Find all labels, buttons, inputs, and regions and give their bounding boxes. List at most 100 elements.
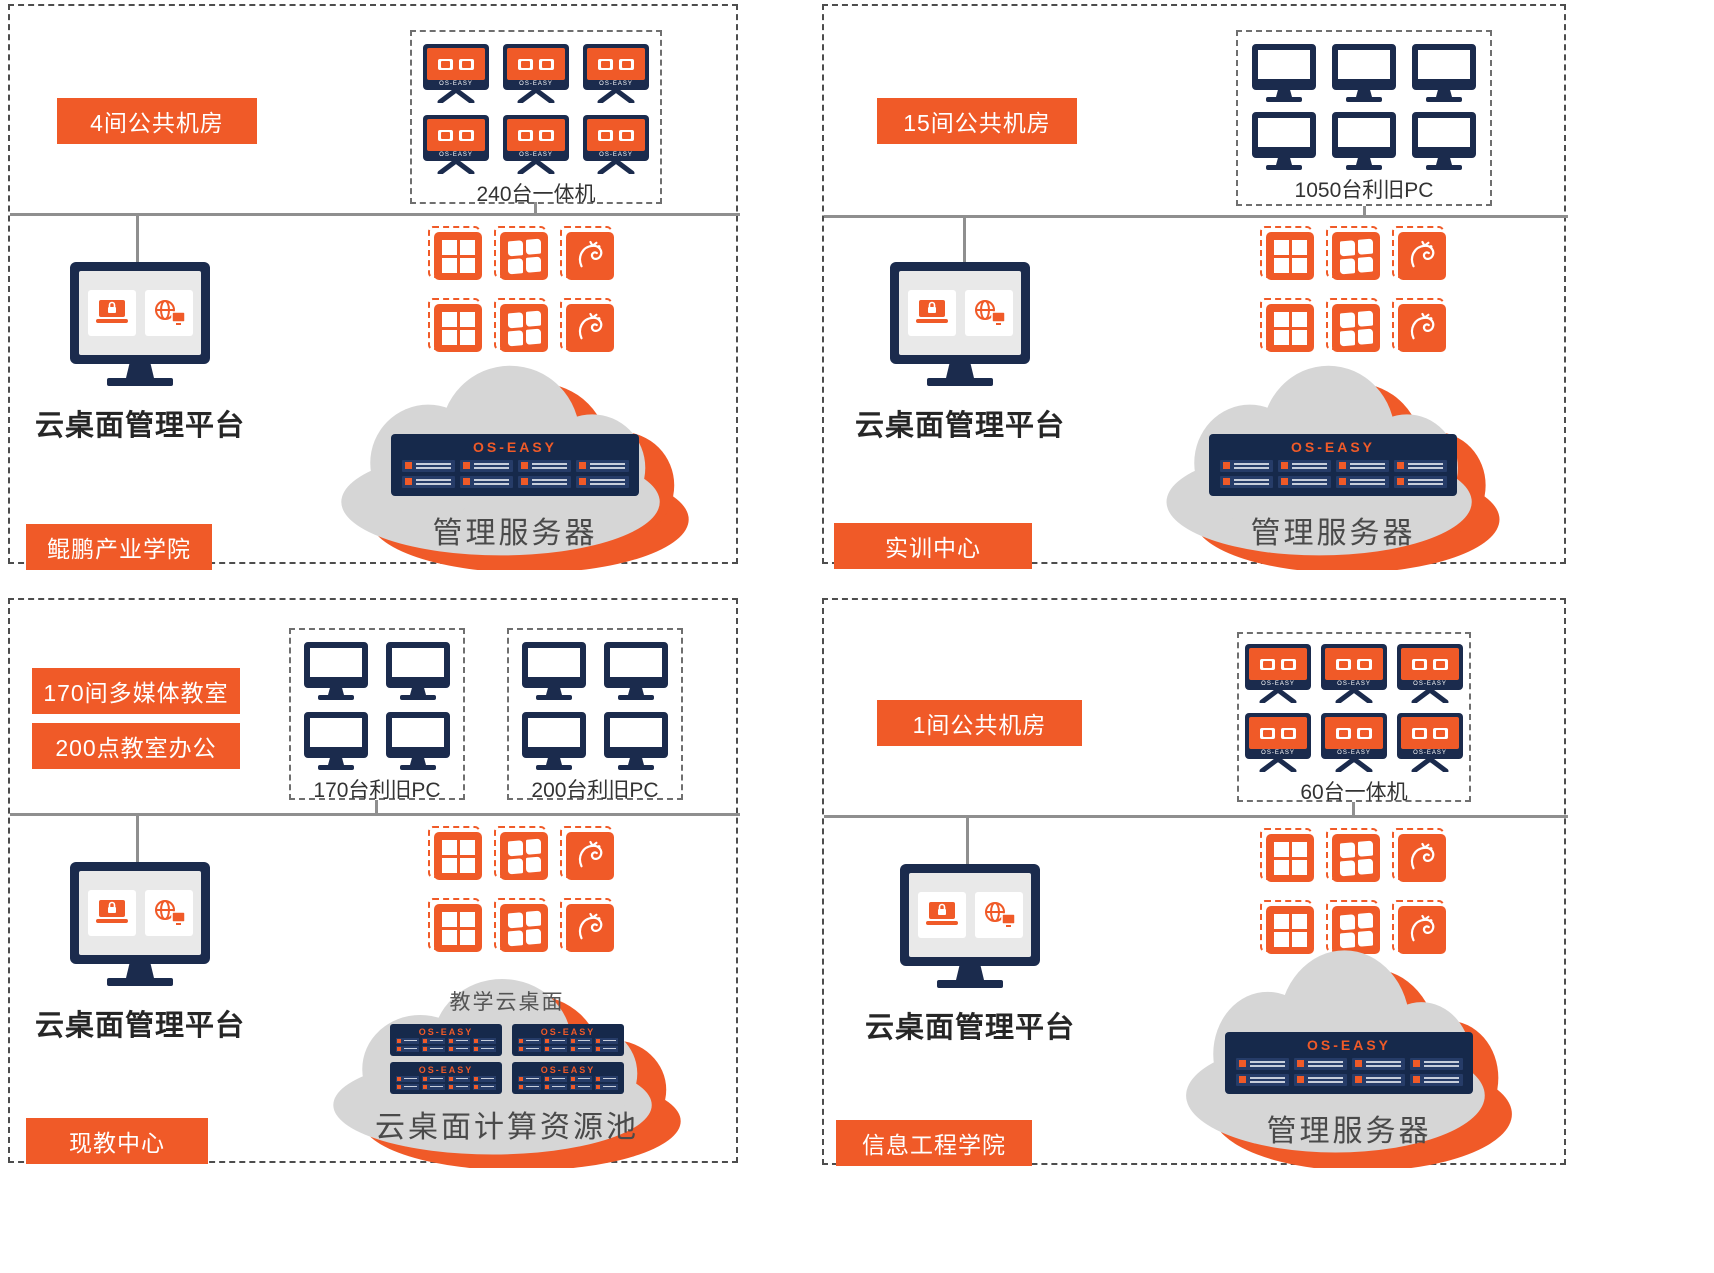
site-badge: 现教中心 [26,1118,208,1164]
pc-monitor-icon [1412,44,1476,102]
pc-monitor-icon [604,642,668,700]
device-count-label: 240台一体机 [476,183,596,206]
aio-monitor-icon: OS-EASY [1321,713,1387,772]
server-cloud: OS-EASY 管理服务器 [1148,356,1518,570]
server-rack-icon: OS-EASY [1225,1032,1473,1094]
server-cloud: OS-EASY 管理服务器 [322,356,708,570]
laptop-lock-icon [87,290,136,336]
connector-line [963,217,966,265]
windows-legacy-icon [494,298,548,352]
aio-monitor-icon: OS-EASY [1321,644,1387,703]
connector-line [136,215,139,265]
cloud-title: 教学云桌面 [449,991,565,1014]
pc-monitor-icon [304,642,368,700]
windows-icon [428,298,482,352]
pc-monitor-icon [1252,112,1316,170]
aio-monitor-icon: OS-EASY [503,44,569,103]
platform-label: 云桌面管理平台 [864,1012,1075,1044]
windows-legacy-icon [1326,900,1380,954]
connector-line [966,817,969,864]
windows-icon [428,826,482,880]
windows-icon [1260,298,1314,352]
windows-legacy-icon [1326,298,1380,352]
device-grid [304,642,450,770]
section-information-engineering: 1间公共机房 OS-EASY OS-EASY OS-EASY OS-EASY O… [822,598,1568,1168]
connector-line [375,800,378,813]
device-group-box: 200台利旧PC [507,628,683,802]
network-bus-line [824,815,1568,818]
server-rack-icon: OS-EASY [391,434,639,496]
mini-server-rack-icon: OS-EASY [390,1024,502,1056]
windows-icon [1260,226,1314,280]
pc-monitor-icon [522,712,586,770]
kylin-os-icon [560,298,614,352]
room-count-badge: 15间公共机房 [877,98,1077,144]
device-grid [1252,44,1476,170]
windows-legacy-icon [494,226,548,280]
site-badge: 实训中心 [834,523,1032,569]
section-training-center: 15间公共机房 1050台利旧PC 云桌面管理平台 [822,4,1568,570]
windows-legacy-icon [1326,828,1380,882]
device-group-box: OS-EASY OS-EASY OS-EASY OS-EASY OS-EASY … [1237,632,1471,804]
laptop-lock-icon [907,290,956,336]
connector-line [534,202,537,214]
server-rack-icon: OS-EASY [1209,434,1457,496]
platform-label: 云桌面管理平台 [34,410,245,442]
room-count-badge: 4间公共机房 [57,98,257,144]
management-platform-monitor-icon [70,262,210,364]
globe-desktop-icon [974,892,1023,938]
cloud-label: 云桌面计算资源池 [375,1111,639,1144]
windows-icon [428,226,482,280]
kylin-os-icon [560,226,614,280]
device-group-box: 1050台利旧PC [1236,30,1492,206]
management-platform: 云桌面管理平台 [32,862,248,1044]
pc-monitor-icon [304,712,368,770]
pc-monitor-icon [386,712,450,770]
aio-monitor-icon: OS-EASY [1245,713,1311,772]
network-bus-line [10,813,740,816]
site-badge: 鲲鹏产业学院 [26,524,212,570]
cloud-label: 管理服务器 [432,517,598,550]
room-count-badge: 170间多媒体教室 [32,668,240,714]
pc-monitor-icon [1412,112,1476,170]
device-group-box: OS-EASY OS-EASY OS-EASY OS-EASY OS-EASY … [410,30,662,206]
kylin-os-icon [560,898,614,952]
aio-monitor-icon: OS-EASY [423,44,489,103]
mini-server-rack-icon: OS-EASY [512,1024,624,1056]
aio-monitor-icon: OS-EASY [503,115,569,174]
kylin-os-icon [1392,900,1446,954]
management-platform-monitor-icon [890,262,1030,364]
device-count-label: 200台利旧PC [531,779,659,802]
connector-line [1352,802,1355,815]
section-kunpeng: 4间公共机房 OS-EASY OS-EASY OS-EASY OS-EASY O… [8,4,740,570]
server-pool: OS-EASY OS-EASY OS-EASY OS-EASY [390,1024,624,1094]
cloud-label: 管理服务器 [1266,1115,1432,1148]
aio-monitor-icon: OS-EASY [583,44,649,103]
pc-monitor-icon [1332,44,1396,102]
aio-monitor-icon: OS-EASY [583,115,649,174]
kylin-os-icon [1392,828,1446,882]
server-brand: OS-EASY [1306,1037,1391,1053]
device-count-label: 170台利旧PC [313,779,441,802]
network-bus-line [824,215,1568,218]
aio-monitor-icon: OS-EASY [1397,644,1463,703]
os-icons [428,226,614,352]
connector-line [1363,206,1366,215]
mini-server-rack-icon: OS-EASY [512,1062,624,1094]
server-brand: OS-EASY [1290,439,1375,455]
windows-legacy-icon [494,826,548,880]
laptop-lock-icon [917,892,966,938]
windows-icon [428,898,482,952]
windows-legacy-icon [1326,226,1380,280]
network-bus-line [10,213,740,216]
kylin-os-icon [560,826,614,880]
globe-desktop-icon [144,890,193,936]
pc-monitor-icon [522,642,586,700]
site-badge: 信息工程学院 [836,1120,1032,1166]
connector-line [136,815,139,862]
cloud-label: 管理服务器 [1250,517,1416,550]
os-icons [428,826,614,952]
device-group-box: 170台利旧PC [289,628,465,802]
pc-monitor-icon [1332,112,1396,170]
